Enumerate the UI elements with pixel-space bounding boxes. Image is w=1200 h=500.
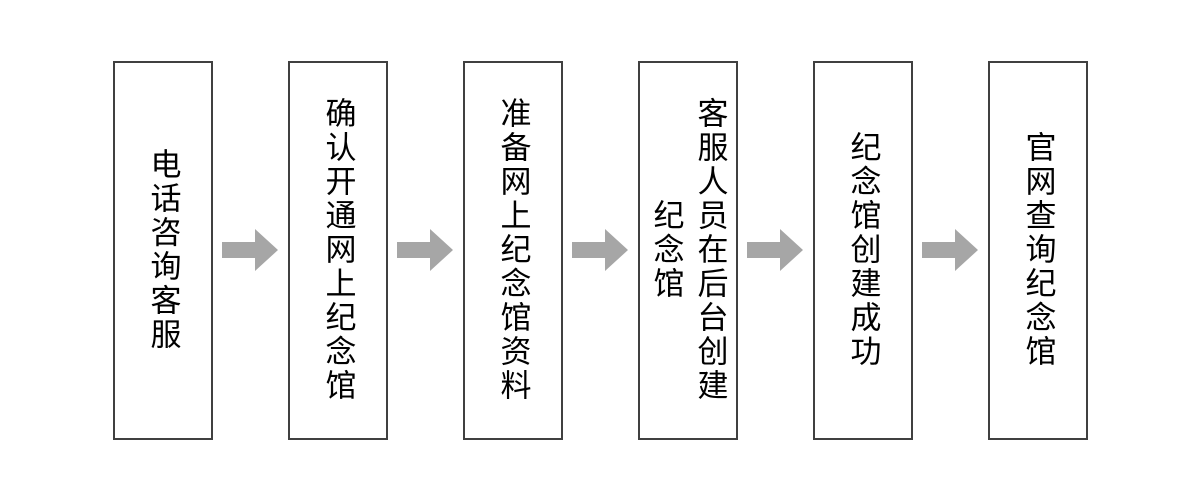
flow-arrow-2 (388, 0, 463, 500)
flow-node-label-step-2: 确认开通网上纪念馆 (319, 97, 356, 403)
right-arrow-icon (397, 229, 453, 271)
flow-node-step-2[interactable]: 确认开通网上纪念馆 (287, 60, 388, 440)
flow-arrow-3 (563, 0, 638, 500)
flow-node-step-5[interactable]: 纪念馆创建成功 (812, 60, 913, 440)
flow-node-label-step-6: 官网查询纪念馆 (1019, 131, 1056, 369)
flow-node-step-3[interactable]: 准备网上纪念馆资料 (462, 60, 563, 440)
flow-node-label-step-1: 电话咨询客服 (144, 148, 181, 352)
flow-node-step-1[interactable]: 电话咨询客服 (112, 60, 213, 440)
flow-node-label-step-5: 纪念馆创建成功 (844, 131, 881, 369)
right-arrow-icon (922, 229, 978, 271)
flow-node-label-step-4: 客服人员在后台创建纪念馆 (647, 97, 728, 403)
flow-node-label-step-3: 准备网上纪念馆资料 (494, 97, 531, 403)
right-arrow-icon (572, 229, 628, 271)
flow-arrow-5 (913, 0, 988, 500)
flow-node-step-4[interactable]: 客服人员在后台创建纪念馆 (637, 60, 738, 440)
flow-arrow-1 (213, 0, 288, 500)
right-arrow-icon (222, 229, 278, 271)
flow-node-step-6[interactable]: 官网查询纪念馆 (987, 60, 1088, 440)
flow-arrow-4 (738, 0, 813, 500)
right-arrow-icon (747, 229, 803, 271)
